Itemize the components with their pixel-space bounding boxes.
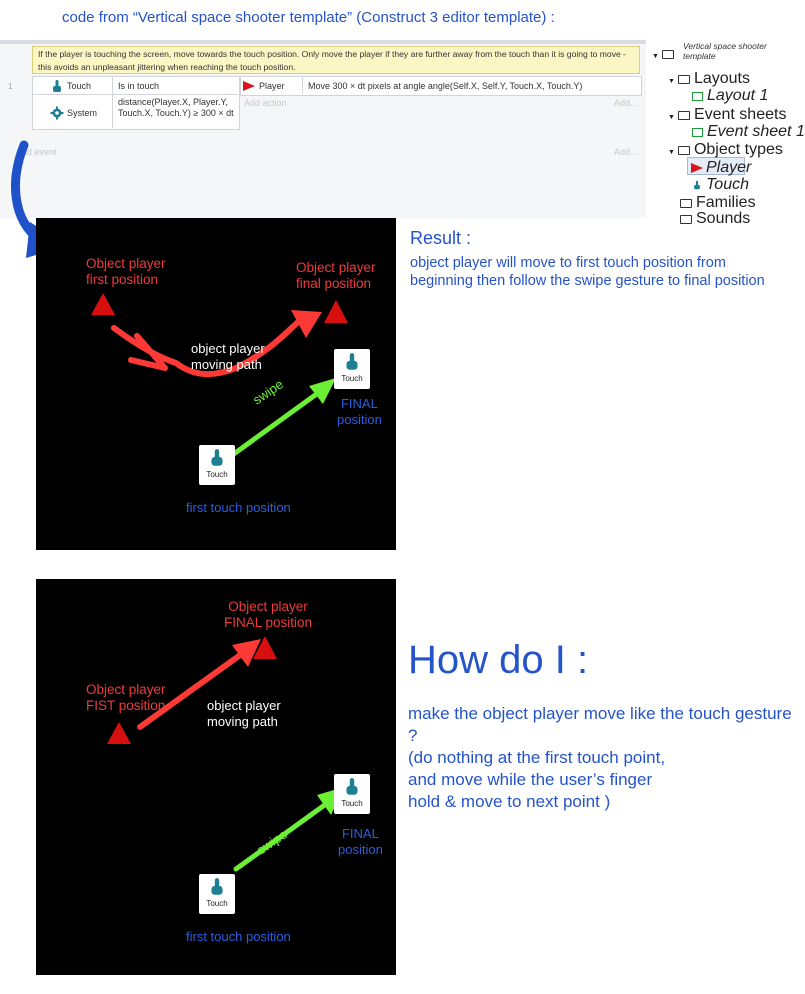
touch-icon — [346, 353, 358, 370]
event-comment[interactable]: If the player is touching the screen, mo… — [32, 46, 640, 74]
touch-final-card: Touch — [334, 774, 370, 814]
tree-layouts-label: Layouts — [693, 70, 750, 87]
result-title: Result : — [410, 228, 472, 248]
howto-title: How do I : — [408, 638, 589, 682]
final-position-label: FINAL position — [337, 396, 382, 427]
touch-icon — [50, 79, 64, 93]
tree-layout-1-label: Layout 1 — [707, 87, 769, 104]
folder-icon — [677, 75, 690, 84]
add-event-link[interactable]: dd event — [22, 147, 57, 157]
tree-event-sheets-label: Event sheets — [693, 106, 787, 123]
touch-card-label: Touch — [341, 799, 363, 808]
result-body: object player will move to first touch p… — [410, 255, 765, 289]
touch-card-label: Touch — [206, 470, 228, 479]
touch-final-card: Touch — [334, 349, 370, 389]
layout-icon — [692, 92, 703, 101]
event-row-number: 1 — [8, 82, 13, 91]
tree-object-types[interactable]: ▼ Object types — [668, 141, 783, 159]
expand-triangle-icon[interactable]: ▼ — [668, 149, 675, 156]
touch-icon — [211, 878, 223, 895]
tree-object-types-label: Object types — [693, 141, 783, 158]
tree-player-label: Player — [706, 159, 752, 176]
player-final-position-label: Object player FINAL position — [224, 599, 313, 630]
tree-families[interactable]: Families — [680, 194, 756, 212]
tree-player[interactable]: Player — [690, 159, 751, 177]
final-position-label: FINAL position — [338, 826, 383, 857]
tree-root[interactable]: ▼ — [652, 45, 678, 63]
tree-event-sheet-1[interactable]: Event sheet 1 — [692, 123, 805, 141]
condition-divider — [32, 94, 238, 95]
project-tree — [650, 38, 800, 218]
player-sprite-icon — [691, 163, 703, 173]
player-first-position-triangle — [91, 293, 115, 315]
gear-icon — [50, 106, 64, 120]
condition-object-touch: Touch — [67, 81, 92, 91]
conditions-block[interactable] — [32, 76, 240, 130]
touch-icon — [211, 449, 223, 466]
folder-icon — [677, 111, 690, 120]
player-first-position-label: Object player first position — [86, 256, 166, 287]
action-object-player: Player — [259, 81, 285, 91]
tree-sounds-label: Sounds — [696, 210, 751, 227]
tree-root-label[interactable]: Vertical space shooter template — [683, 41, 767, 61]
folder-icon — [680, 199, 692, 208]
moving-path-label: object player moving path — [207, 698, 281, 729]
touch-icon — [346, 778, 358, 795]
folder-icon — [661, 50, 674, 59]
tree-selection-highlight — [687, 157, 745, 175]
tree-layouts[interactable]: ▼ Layouts — [668, 70, 750, 88]
actions-block[interactable] — [240, 76, 642, 96]
player-final-position-triangle — [324, 300, 348, 323]
touch-first-card: Touch — [199, 874, 235, 914]
howto-body: make the object player move like the tou… — [408, 704, 792, 811]
action-column-divider — [302, 76, 303, 94]
player-final-position-triangle — [253, 636, 277, 659]
action-move[interactable]: Move 300 × dt pixels at angle angle(Self… — [308, 81, 583, 91]
moving-path-arrowhead — [232, 639, 261, 667]
expand-triangle-icon[interactable]: ▼ — [652, 53, 659, 60]
desired-diagram-drawing — [107, 636, 344, 872]
player-final-position-label: Object player final position — [296, 260, 376, 291]
touch-card-label: Touch — [206, 899, 228, 908]
condition-object-system: System — [67, 108, 98, 118]
tree-event-sheets[interactable]: ▼ Event sheets — [668, 106, 786, 124]
tree-sounds[interactable]: Sounds — [680, 210, 750, 227]
tree-event-sheet-1-label: Event sheet 1 — [707, 123, 805, 140]
tree-families-label: Families — [696, 194, 756, 211]
first-touch-position-label: first touch position — [186, 500, 291, 515]
swipe-line — [233, 801, 329, 872]
tree-touch-label: Touch — [706, 176, 749, 193]
player-sprite-icon — [242, 79, 256, 91]
condition-column-divider — [112, 76, 113, 128]
result-diagram-drawing — [91, 293, 348, 459]
swipe-arrowhead — [309, 378, 336, 404]
player-first-position-triangle — [107, 722, 131, 744]
tree-touch[interactable]: Touch — [692, 176, 749, 194]
moving-path-line — [137, 650, 246, 730]
top-caption: code from “Vertical space shooter templa… — [62, 9, 555, 26]
touch-card-label: Touch — [341, 374, 363, 383]
event-sheet-icon — [692, 128, 703, 137]
moving-path-chevron — [128, 333, 168, 371]
swipe-line — [228, 390, 321, 459]
tree-layout-1[interactable]: Layout 1 — [692, 87, 768, 105]
expand-triangle-icon[interactable]: ▼ — [668, 78, 675, 85]
expand-triangle-icon[interactable]: ▼ — [668, 114, 675, 121]
add-more-link[interactable]: Add... — [614, 98, 638, 108]
touch-icon — [694, 180, 700, 190]
condition-is-in-touch[interactable]: Is in touch — [118, 81, 160, 91]
editor-top-strip — [0, 40, 646, 44]
moving-path-arrowhead — [291, 310, 322, 338]
folder-icon — [677, 146, 690, 155]
add-action-link[interactable]: Add action — [244, 98, 287, 108]
first-touch-position-label: first touch position — [186, 929, 291, 944]
moving-path-label: object player moving path — [191, 341, 265, 372]
condition-distance[interactable]: distance(Player.X, Player.Y, Touch.X, To… — [118, 97, 234, 118]
player-first-position-label: Object player FIST position — [86, 682, 166, 713]
add-more-bottom-link[interactable]: Add... — [614, 147, 638, 157]
touch-first-card: Touch — [199, 445, 235, 485]
folder-icon — [680, 215, 692, 224]
